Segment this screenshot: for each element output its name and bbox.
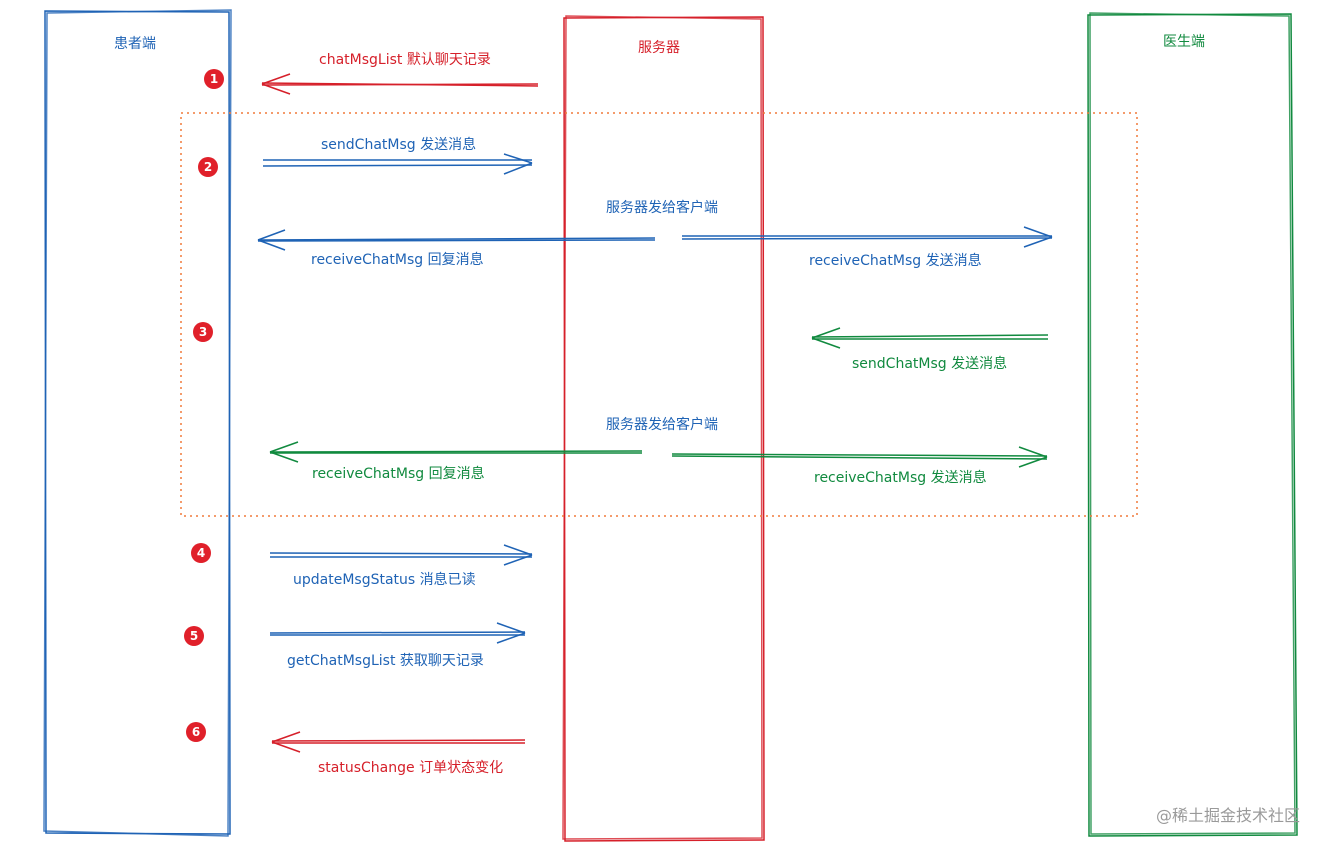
- doctor-lane-title: 医生端: [1163, 34, 1205, 50]
- message-label-m3-to-patient: receiveChatMsg 回复消息: [312, 466, 485, 482]
- arrow-m2: [262, 153, 533, 175]
- patient-lane-box: [43, 9, 232, 837]
- arrow-m3: [811, 327, 1049, 349]
- message-label-m2-to-doctor: receiveChatMsg 发送消息: [809, 253, 982, 269]
- watermark: @稀土掘金技术社区: [1156, 806, 1301, 825]
- message-label-m6: statusChange 订单状态变化: [318, 760, 504, 776]
- message-label-m1: chatMsgList 默认聊天记录: [319, 52, 491, 68]
- server-lane-title: 服务器: [638, 40, 680, 56]
- message-label-m3-to-doctor: receiveChatMsg 发送消息: [814, 470, 987, 486]
- arrow-m2-to-patient: [257, 229, 656, 251]
- doctor-lane-box: [1087, 12, 1298, 837]
- message-label-m4: updateMsgStatus 消息已读: [293, 572, 476, 588]
- step-badge-3: 3: [193, 322, 213, 342]
- message-label-m3: sendChatMsg 发送消息: [852, 356, 1008, 372]
- arrow-m6: [271, 731, 526, 753]
- group-box: [180, 112, 1138, 517]
- arrow-m5: [269, 622, 526, 644]
- step-badge-6: 6: [186, 722, 206, 742]
- arrow-m4: [269, 544, 533, 566]
- server-note-m2: 服务器发给客户端: [606, 200, 718, 216]
- server-lane-box: [562, 15, 765, 842]
- arrow-m3-to-doctor: [671, 446, 1048, 468]
- step-badge-2: 2: [198, 157, 218, 177]
- server-note-m3: 服务器发给客户端: [606, 417, 718, 433]
- step-badge-1: 1: [204, 69, 224, 89]
- arrow-m1: [261, 73, 539, 95]
- arrow-m2-to-doctor: [681, 226, 1053, 248]
- patient-lane-title: 患者端: [114, 36, 156, 52]
- step-badge-5: 5: [184, 626, 204, 646]
- message-label-m2: sendChatMsg 发送消息: [321, 137, 477, 153]
- arrow-m3-to-patient: [269, 441, 643, 463]
- message-label-m5: getChatMsgList 获取聊天记录: [287, 653, 484, 669]
- message-label-m2-to-patient: receiveChatMsg 回复消息: [311, 252, 484, 268]
- step-badge-4: 4: [191, 543, 211, 563]
